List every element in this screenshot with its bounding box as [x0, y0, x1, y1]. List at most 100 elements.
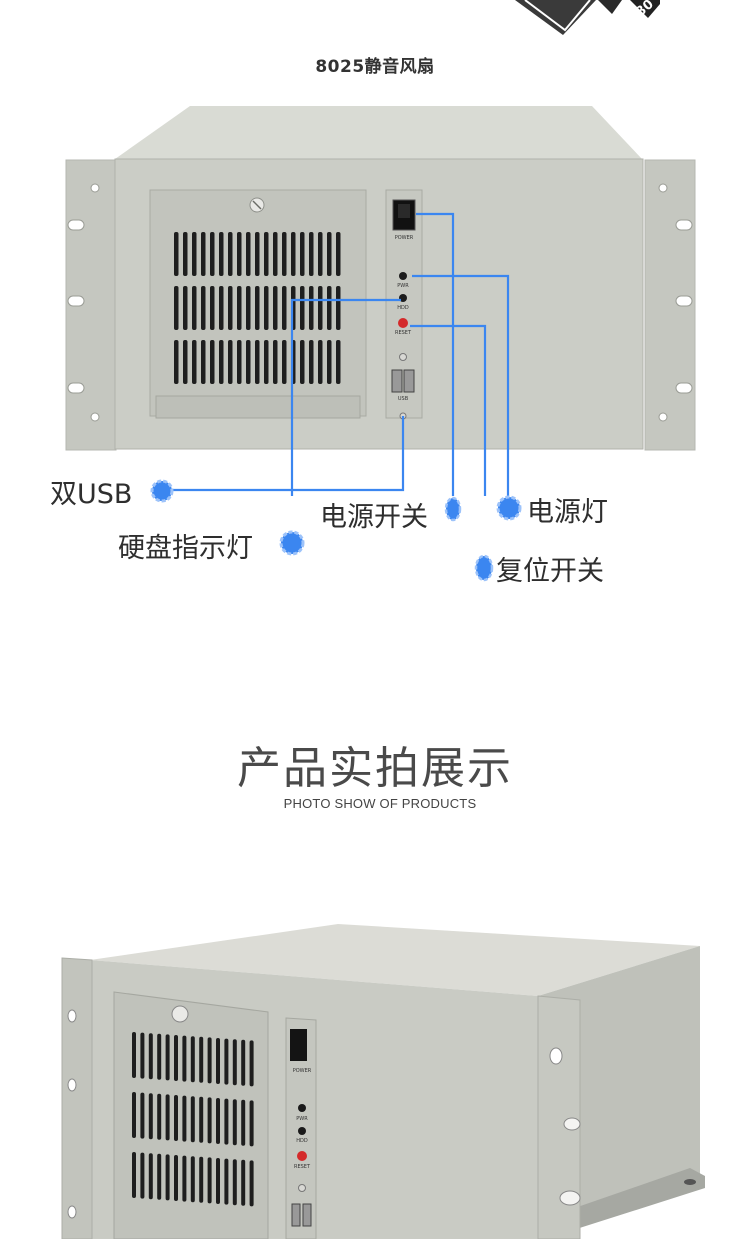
usb-port-1: [391, 369, 403, 393]
callout-power-light: 电源灯: [527, 497, 608, 528]
usb-label: USB: [398, 396, 409, 402]
chassis-photo: POWER PWR HDD RESET: [61, 924, 705, 1239]
vent-slot: [192, 232, 197, 276]
callout-power-switch: 电源开关: [320, 502, 428, 533]
photo-pwr-label: PWR: [296, 1116, 308, 1122]
vent-slot: [190, 1156, 195, 1203]
vent-slot: [192, 286, 197, 330]
vent-slot: [192, 340, 197, 384]
vent-slot: [282, 232, 287, 276]
vent-slot: [183, 340, 188, 384]
vent-slot: [300, 232, 305, 276]
vent-slot: [174, 1095, 178, 1141]
vent-slot: [201, 286, 206, 330]
vent-slot: [224, 1038, 229, 1085]
vent-slot: [216, 1158, 220, 1204]
vent-slot: [199, 1156, 204, 1203]
vent-slot: [132, 1032, 136, 1078]
pwr-led: [399, 272, 407, 280]
vent-slot: [300, 340, 305, 384]
vent-slot: [327, 232, 332, 276]
vent-slot: [174, 340, 179, 384]
hdd-led-label: HDD: [397, 305, 409, 311]
vent-slot: [148, 1033, 153, 1080]
vent-slot: [140, 1152, 145, 1199]
vent-slot: [182, 1035, 187, 1082]
usb-port-2: [403, 369, 415, 393]
vent-slot: [241, 1159, 246, 1206]
vent-slot: [246, 340, 251, 384]
vent-slot: [232, 1099, 237, 1146]
vent-slot: [157, 1033, 162, 1080]
vent-slot: [224, 1158, 229, 1205]
vent-slot: [174, 286, 179, 330]
vent-slot: [224, 1098, 229, 1145]
vent-slot: [182, 1095, 187, 1142]
reset-switch-dot: [474, 554, 494, 582]
vent-slot: [291, 232, 296, 276]
vent-slot: [165, 1034, 170, 1081]
vent-slot: [246, 286, 251, 330]
vent-slot: [241, 1099, 246, 1146]
vent-slot: [228, 286, 233, 330]
vent-slot: [148, 1093, 153, 1140]
photo-reset-label: RESET: [294, 1164, 311, 1170]
vent-slot: [183, 232, 188, 276]
vent-slot: [207, 1157, 212, 1204]
section-subtitle: PHOTO SHOW OF PRODUCTS: [283, 796, 477, 811]
vent-slot: [132, 1092, 136, 1138]
vent-slot: [237, 286, 242, 330]
callout-lines: [170, 212, 510, 496]
vent-slot: [318, 340, 323, 384]
photo-hdd-label: HDD: [296, 1138, 308, 1144]
vent-slot: [157, 1153, 162, 1200]
vent-slot: [174, 232, 179, 276]
fan-image: 80: [515, 0, 660, 35]
vent-slot: [216, 1098, 220, 1144]
vent-slot: [300, 286, 305, 330]
vent-slot: [237, 340, 242, 384]
vent-slot: [237, 232, 242, 276]
vent-slot: [264, 232, 269, 276]
vent-slot: [255, 232, 260, 276]
vent-slot: [241, 1039, 246, 1086]
vent-slot: [282, 286, 287, 330]
vent-slot: [327, 286, 332, 330]
vent-slot: [318, 286, 323, 330]
vent-slot: [255, 340, 260, 384]
vent-slot: [264, 340, 269, 384]
chassis-front-image: POWER PWR HDD RESET USB: [65, 106, 696, 496]
vent-slot: [327, 340, 332, 384]
vent-slot: [207, 1097, 212, 1144]
vent-slot: [228, 340, 233, 384]
vent-slot: [309, 340, 314, 384]
panel-screw: [399, 353, 407, 361]
hdd-indicator-dot: [279, 530, 305, 556]
vent-slot: [183, 286, 188, 330]
vent-slot: [336, 340, 341, 384]
vent-slot: [174, 1155, 178, 1201]
vent-slot: [210, 232, 215, 276]
vent-slot: [207, 1037, 212, 1084]
vent-slot: [228, 232, 233, 276]
vent-slot: [249, 1100, 254, 1147]
vent-slot: [282, 340, 287, 384]
vent-slot: [273, 340, 278, 384]
vent-slot: [255, 286, 260, 330]
vent-slot: [182, 1155, 187, 1202]
reset-button: [398, 318, 408, 328]
section-title: 产品实拍展示: [237, 743, 513, 794]
callout-dual-usb: 双USB: [50, 479, 133, 510]
vent-slot: [318, 232, 323, 276]
vent-slot: [201, 232, 206, 276]
vent-slot: [273, 286, 278, 330]
vent-slot: [219, 232, 224, 276]
vent-slot: [249, 1160, 254, 1207]
vent-slot: [210, 286, 215, 330]
vent-slot: [232, 1159, 237, 1206]
vent-slot: [140, 1092, 145, 1139]
vent-slot: [249, 1040, 254, 1087]
vent-slot: [190, 1036, 195, 1083]
vent-slot: [199, 1036, 204, 1083]
vent-slot: [216, 1038, 220, 1084]
